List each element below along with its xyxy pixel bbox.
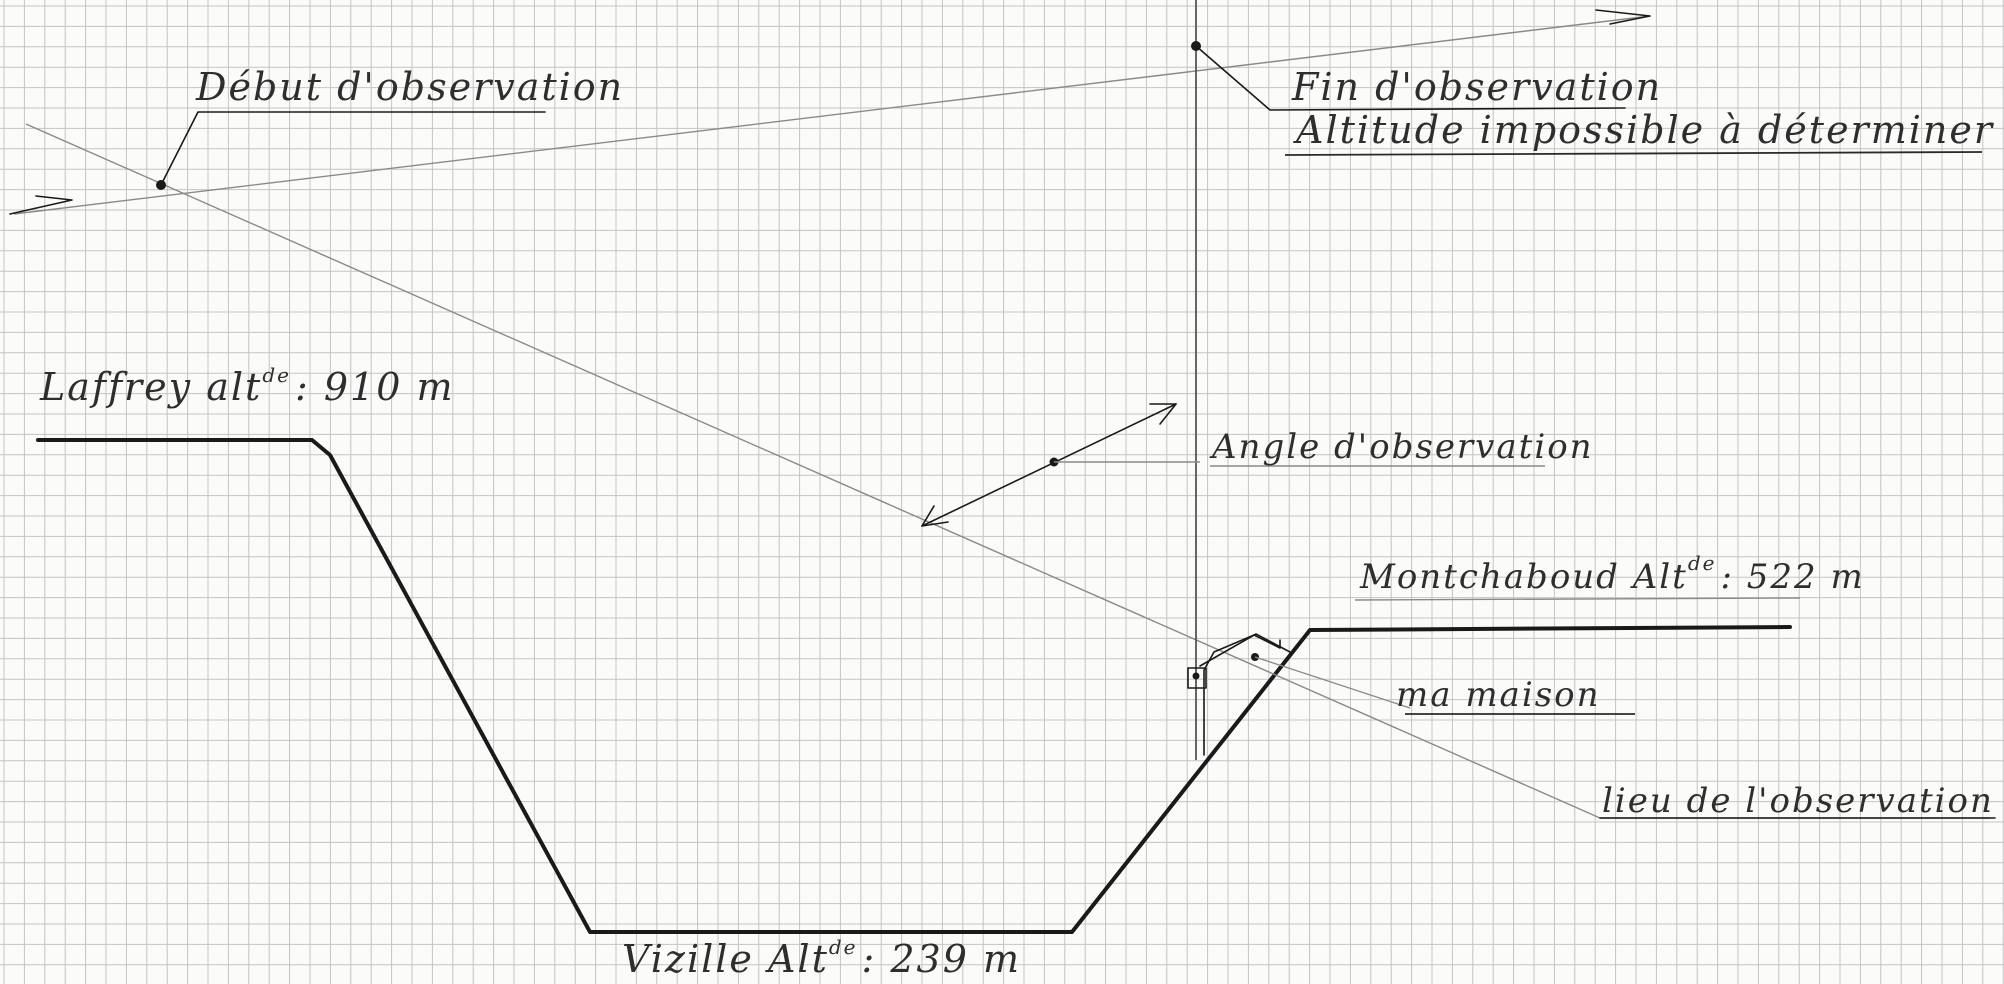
vizille-name: Vizille Alt [622,937,829,981]
label-altitude-impossible: Altitude impossible à déterminer [1293,108,1995,152]
label-vizille: Vizille Altde: 239 m [622,935,1021,981]
label-fin-observation: Fin d'observation [1291,65,1662,109]
montchaboud-name: Montchaboud Alt [1359,557,1688,597]
label-ma-maison: ma maison [1396,675,1601,715]
laffrey-sup: de [262,363,291,387]
label-lieu-observation: lieu de l'observation [1602,781,1994,821]
vizille-value: : 239 m [861,937,1021,981]
label-debut-observation: Début d'observation [195,65,624,109]
label-angle-observation: Angle d'observation [1209,427,1594,467]
montchaboud-value: : 522 m [1721,557,1865,597]
label-montchaboud: Montchaboud Altde: 522 m [1359,551,1865,597]
laffrey-value: : 910 m [295,365,455,409]
montchaboud-sup: de [1688,551,1717,575]
laffrey-name: Laffrey alt [39,365,262,409]
observation-point [1193,673,1200,680]
label-laffrey: Laffrey altde: 910 m [39,363,454,409]
vizille-sup: de [829,935,858,959]
